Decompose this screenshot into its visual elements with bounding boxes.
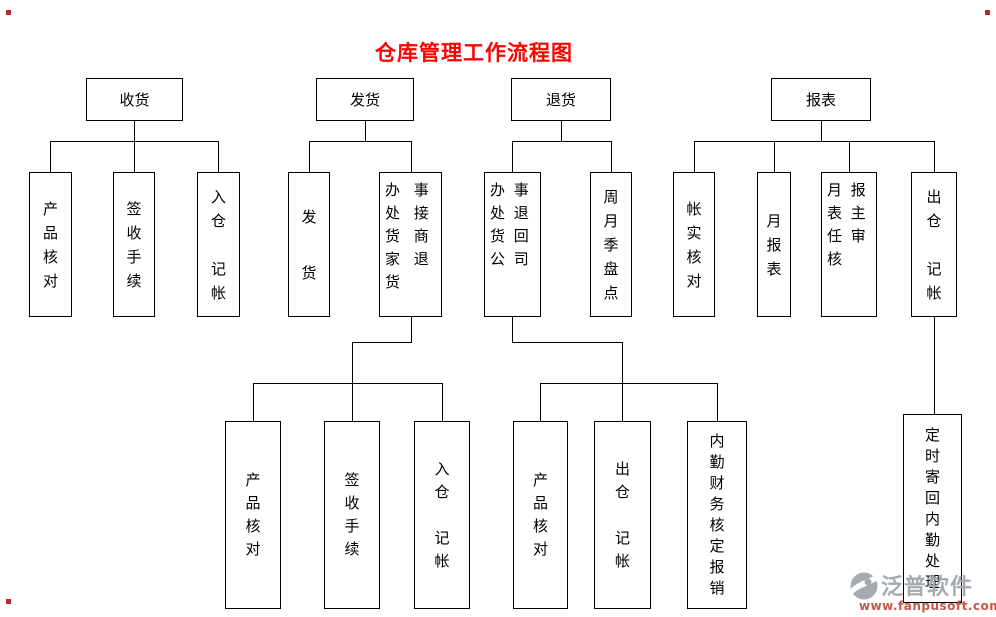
connector-line [694,141,695,172]
node-ship-sub-sign: 签 收 手 续 [324,421,380,609]
connector-line [365,121,366,141]
connector-line [253,383,443,384]
node-label: 产 品 核 对 [532,471,548,558]
connector-line [717,383,718,421]
node-receive-label: 收货 [119,90,150,109]
node-report-sub-mailback: 定 时 寄 回 内 勤 处 理 [903,414,962,603]
node-ship-office-receive: 办 事 处 接 货 商 家 退 货 [379,172,442,317]
node-label: 周 月 季 盘 点 [603,187,619,302]
node-report-monthly: 月 报 表 [757,172,791,317]
connector-line [512,141,612,142]
connector-line [540,383,541,421]
node-label: 出 仓 记 帐 [614,459,630,570]
connector-line [512,342,623,343]
node-label: 产 品 核 对 [245,471,261,558]
node-return-inventory: 周 月 季 盘 点 [590,172,632,317]
node-label: 办 事 处 接 货 商 家 退 货 [385,181,429,291]
connector-line [134,141,135,172]
connector-line [611,141,612,172]
node-label: 产 品 核 对 [42,199,58,290]
connector-line [622,342,623,383]
connector-line [561,121,562,141]
node-receive: 收货 [86,78,183,121]
node-report-review: 月 报 表 主 任 审 核 [821,172,877,317]
node-ship-sub-storein: 入 仓 记 帐 [414,421,470,609]
watermark-brand: 泛普软件 [881,575,974,600]
corner-marker [6,599,11,604]
node-label: 内 勤 财 务 核 定 报 销 [709,432,725,597]
connector-line [352,383,353,421]
connector-line [411,317,412,342]
node-return-office-return: 办 事 处 退 货 回 公 司 [484,172,541,317]
connector-line [934,317,935,414]
connector-line [352,342,412,343]
node-report-label: 报表 [805,90,836,109]
node-ship-sub-product-check: 产 品 核 对 [225,421,281,609]
watermark: 泛普软件 www.fanpusoft.com [849,569,996,613]
node-receive-storein: 入 仓 记 帐 [197,172,240,317]
connector-line [309,141,310,172]
connector-line [512,141,513,172]
node-receive-product-check: 产 品 核 对 [29,172,72,317]
connector-line [849,141,850,172]
node-return: 退货 [511,78,611,121]
node-label: 入 仓 记 帐 [434,459,450,570]
node-receive-sign: 签 收 手 续 [113,172,155,317]
node-label: 入 仓 记 帐 [210,187,226,302]
watermark-url: www.fanpusoft.com [859,599,996,613]
node-label: 月 报 表 主 任 审 核 [827,181,866,268]
connector-line [50,141,51,172]
node-return-sub-product-check: 产 品 核 对 [513,421,568,609]
connector-line [442,383,443,421]
node-return-label: 退货 [545,90,576,109]
connector-line [774,141,775,172]
page-title: 仓库管理工作流程图 [375,41,573,65]
connector-line [253,383,254,421]
node-label: 发 货 [301,207,317,282]
node-label: 签 收 手 续 [126,199,142,290]
connector-line [934,141,935,172]
corner-marker [985,10,990,15]
connector-line [512,317,513,342]
node-report: 报表 [771,78,871,121]
node-ship-label: 发货 [349,90,380,109]
connector-line [309,141,412,142]
connector-line [134,121,135,141]
node-label: 月 报 表 [766,211,782,278]
node-ship: 发货 [316,78,414,121]
connector-line [694,141,935,142]
node-label: 帐 实 核 对 [686,199,702,290]
connector-line [821,121,822,141]
node-return-sub-storeout: 出 仓 记 帐 [594,421,651,609]
connector-line [218,141,219,172]
node-label: 定 时 寄 回 内 勤 处 理 [924,425,940,591]
node-report-storeout: 出 仓 记 帐 [911,172,957,317]
node-ship-dispatch: 发 货 [288,172,330,317]
node-label: 办 事 处 退 货 回 公 司 [490,181,529,268]
node-return-sub-finance: 内 勤 财 务 核 定 报 销 [687,421,747,609]
connector-line [352,342,353,383]
fanpu-logo-icon [849,571,879,599]
node-label: 签 收 手 续 [344,471,360,558]
connector-line [622,383,623,421]
connector-line [411,141,412,172]
corner-marker [6,10,11,15]
connector-line [540,383,718,384]
node-label: 出 仓 记 帐 [926,187,942,302]
node-report-account-check: 帐 实 核 对 [673,172,715,317]
